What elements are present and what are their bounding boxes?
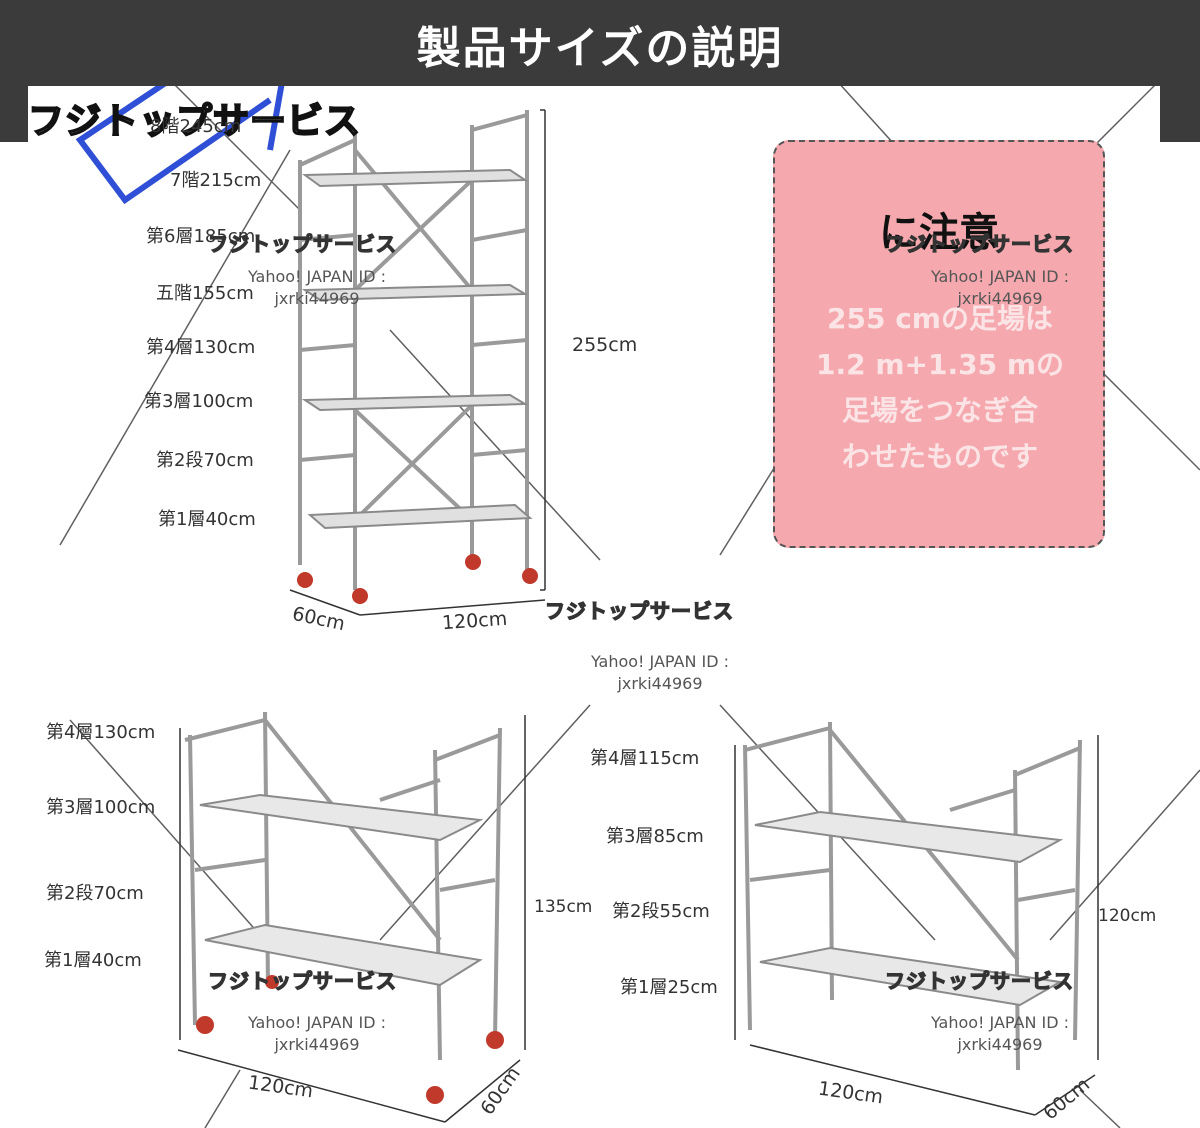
width-dimension: 120cm (441, 607, 508, 635)
watermark-brand: フジトップサービス (207, 968, 397, 993)
level-label-3: 第3層100cm (46, 797, 156, 818)
notice-line: わせたものです (841, 440, 1038, 473)
watermark-brand: フジトップサービス (884, 231, 1074, 256)
watermark-yahoo-id: Yahoo! JAPAN ID : jxrki44969 (900, 266, 1100, 310)
page-title: 製品サイズの説明 (416, 23, 784, 74)
header-left-tab (0, 86, 28, 142)
level-label-2: 第2段55cm (612, 901, 710, 922)
level-label-2: 第2段70cm (46, 883, 144, 904)
watermark-yahoo-id: Yahoo! JAPAN ID : jxrki44969 (222, 1012, 412, 1056)
brand-logo-text: フジトップサービス (27, 100, 362, 143)
watermark-yahoo-value: jxrki44969 (617, 674, 703, 693)
notice-box (773, 140, 1105, 548)
notice-line: 255 cmの足場は (827, 302, 1053, 335)
watermark-yahoo-value: jxrki44969 (957, 289, 1043, 308)
level-label-7: 7階215cm (170, 170, 262, 191)
watermark-yahoo-id: Yahoo! JAPAN ID : jxrki44969 (222, 266, 412, 310)
watermark-brand: フジトップサービス (544, 598, 734, 623)
watermark-yahoo-label: Yahoo! JAPAN ID : (590, 652, 730, 671)
level-label-1: 第1層25cm (620, 977, 718, 998)
level-label-2: 第2段70cm (156, 450, 254, 471)
watermark-yahoo-value: jxrki44969 (274, 289, 360, 308)
level-label-3: 第3層85cm (606, 826, 704, 847)
watermark-yahoo-value: jxrki44969 (274, 1035, 360, 1054)
notice-line: 1.2 m+1.35 mの (816, 348, 1064, 381)
header-right-tab (1160, 86, 1200, 142)
level-label-8: 8階245cm (150, 116, 242, 137)
notice-line: 足場をつなぎ合 (841, 394, 1038, 427)
height-dimension: 255cm (572, 334, 638, 356)
watermark-yahoo-label: Yahoo! JAPAN ID : (247, 267, 387, 286)
watermark-yahoo-label: Yahoo! JAPAN ID : (930, 1013, 1070, 1032)
header-bar (0, 0, 1200, 86)
notice-text: 255 cmの足場は 1.2 m+1.35 mの 足場をつなぎ合 わせたものです (800, 296, 1080, 480)
watermark-yahoo-id: Yahoo! JAPAN ID : jxrki44969 (560, 651, 760, 695)
watermark-brand: フジトップサービス (207, 231, 397, 256)
watermark-brand: フジトップサービス (884, 968, 1074, 993)
level-label-6: 第6層185cm (146, 226, 256, 247)
watermark-yahoo-label: Yahoo! JAPAN ID : (247, 1013, 387, 1032)
level-label-1: 第1層40cm (44, 950, 142, 971)
notice-heading: に注意 (879, 210, 999, 256)
watermark-yahoo-id: Yahoo! JAPAN ID : jxrki44969 (900, 1012, 1100, 1056)
level-label-4: 第4層130cm (146, 337, 256, 358)
level-label-3: 第3層100cm (144, 391, 254, 412)
level-label-1: 第1層40cm (158, 509, 256, 530)
watermark-yahoo-value: jxrki44969 (957, 1035, 1043, 1054)
level-label-4: 第4層130cm (46, 722, 156, 743)
level-label-4: 第4層115cm (590, 748, 700, 769)
level-label-5: 五階155cm (156, 283, 254, 304)
height-dimension: 120cm (1098, 906, 1157, 926)
height-dimension: 135cm (534, 897, 593, 917)
watermark-yahoo-label: Yahoo! JAPAN ID : (930, 267, 1070, 286)
